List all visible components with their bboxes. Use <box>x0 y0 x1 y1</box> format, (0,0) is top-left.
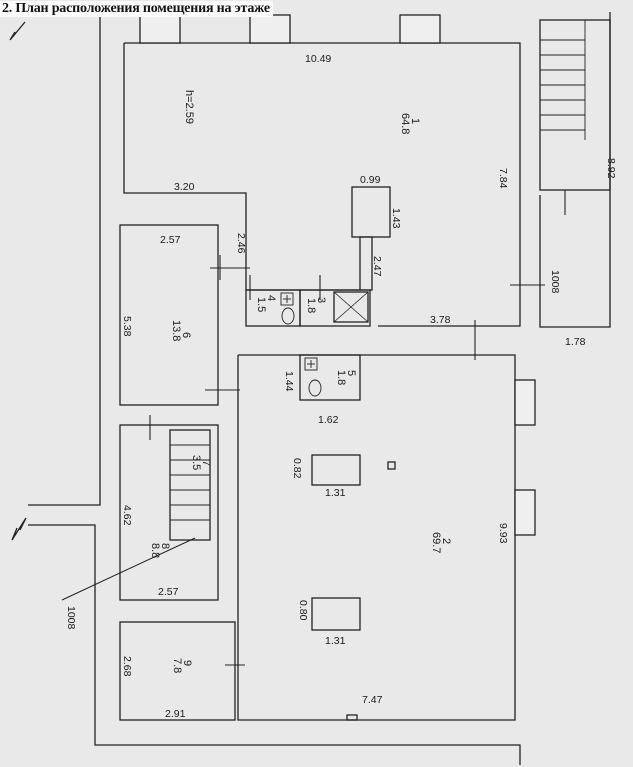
dimension: 10.49 <box>305 53 331 65</box>
room-2-number: 2 <box>440 538 452 544</box>
shower-tray <box>333 291 369 323</box>
room-1-height: h=2.59 <box>183 90 195 124</box>
dimension: 3.78 <box>430 314 451 326</box>
room-4-area: 1.5 <box>255 297 267 312</box>
equipment-box <box>351 186 391 238</box>
room-8-area: 8.8 <box>149 543 161 558</box>
column-lower <box>311 597 361 631</box>
room-8-number: 8 <box>159 543 171 549</box>
dimension: 8.92 <box>605 158 617 179</box>
dimension: 1.78 <box>565 336 586 348</box>
dimension: 2.68 <box>121 656 133 677</box>
dimension: 1.62 <box>318 414 339 426</box>
room-1-right-wall <box>124 42 521 327</box>
dimension: 3.20 <box>174 181 195 193</box>
dimension: 7.84 <box>497 168 509 189</box>
room-3-number: 3 <box>315 297 327 303</box>
room-1-area: 64.8 <box>399 113 411 134</box>
dimension: 9.93 <box>497 523 509 544</box>
dimension: 5.38 <box>121 316 133 337</box>
dimension: 1008 <box>549 270 561 294</box>
room-2-area: 69.7 <box>430 532 442 553</box>
room-2-outline <box>237 354 516 721</box>
dimension: 2.57 <box>160 234 181 246</box>
dimension: 1.44 <box>283 371 295 392</box>
dimension: 1008 <box>65 606 77 630</box>
dimension: 1.31 <box>325 635 346 647</box>
dimension: 0.82 <box>291 458 303 479</box>
room-7-number: 7 <box>200 460 212 466</box>
dimension: 2.47 <box>371 256 383 277</box>
room-5-outline <box>299 354 361 401</box>
room-6-number: 6 <box>180 332 192 338</box>
room-3-outline <box>299 289 371 327</box>
column-upper <box>311 454 361 486</box>
break-mark-top <box>9 21 26 41</box>
room-9-number: 9 <box>181 660 193 666</box>
room-6-area: 13.8 <box>170 320 182 341</box>
room-7-area: 3.5 <box>190 455 202 470</box>
room-8-outline <box>119 424 219 601</box>
room-3-area: 1.8 <box>305 298 317 313</box>
room-1-number: 1 <box>409 118 421 124</box>
leader-line <box>61 537 196 601</box>
outer-boundary-left-lower <box>28 524 521 765</box>
break-mark-bottom <box>11 517 27 541</box>
dimension: 1.31 <box>325 487 346 499</box>
dimension: 2.46 <box>235 233 247 254</box>
room-5-number: 5 <box>345 370 357 376</box>
room-6-outline <box>119 224 219 406</box>
dimension: 0.99 <box>360 174 381 186</box>
plan-title: 2. План расположения помещения на этаже <box>0 1 273 17</box>
room-9-outline <box>119 621 236 721</box>
room-4-number: 4 <box>265 295 277 301</box>
room-9-area: 7.8 <box>171 658 183 673</box>
dimension: 2.91 <box>165 708 186 720</box>
dimension: 4.62 <box>121 505 133 526</box>
dimension: 2.57 <box>158 586 179 598</box>
dimension: 7.47 <box>362 694 383 706</box>
dimension: 0.80 <box>297 600 309 621</box>
dimension: 1.43 <box>390 208 402 229</box>
outer-boundary-left <box>28 12 101 506</box>
room-5-area: 1.8 <box>335 370 347 385</box>
